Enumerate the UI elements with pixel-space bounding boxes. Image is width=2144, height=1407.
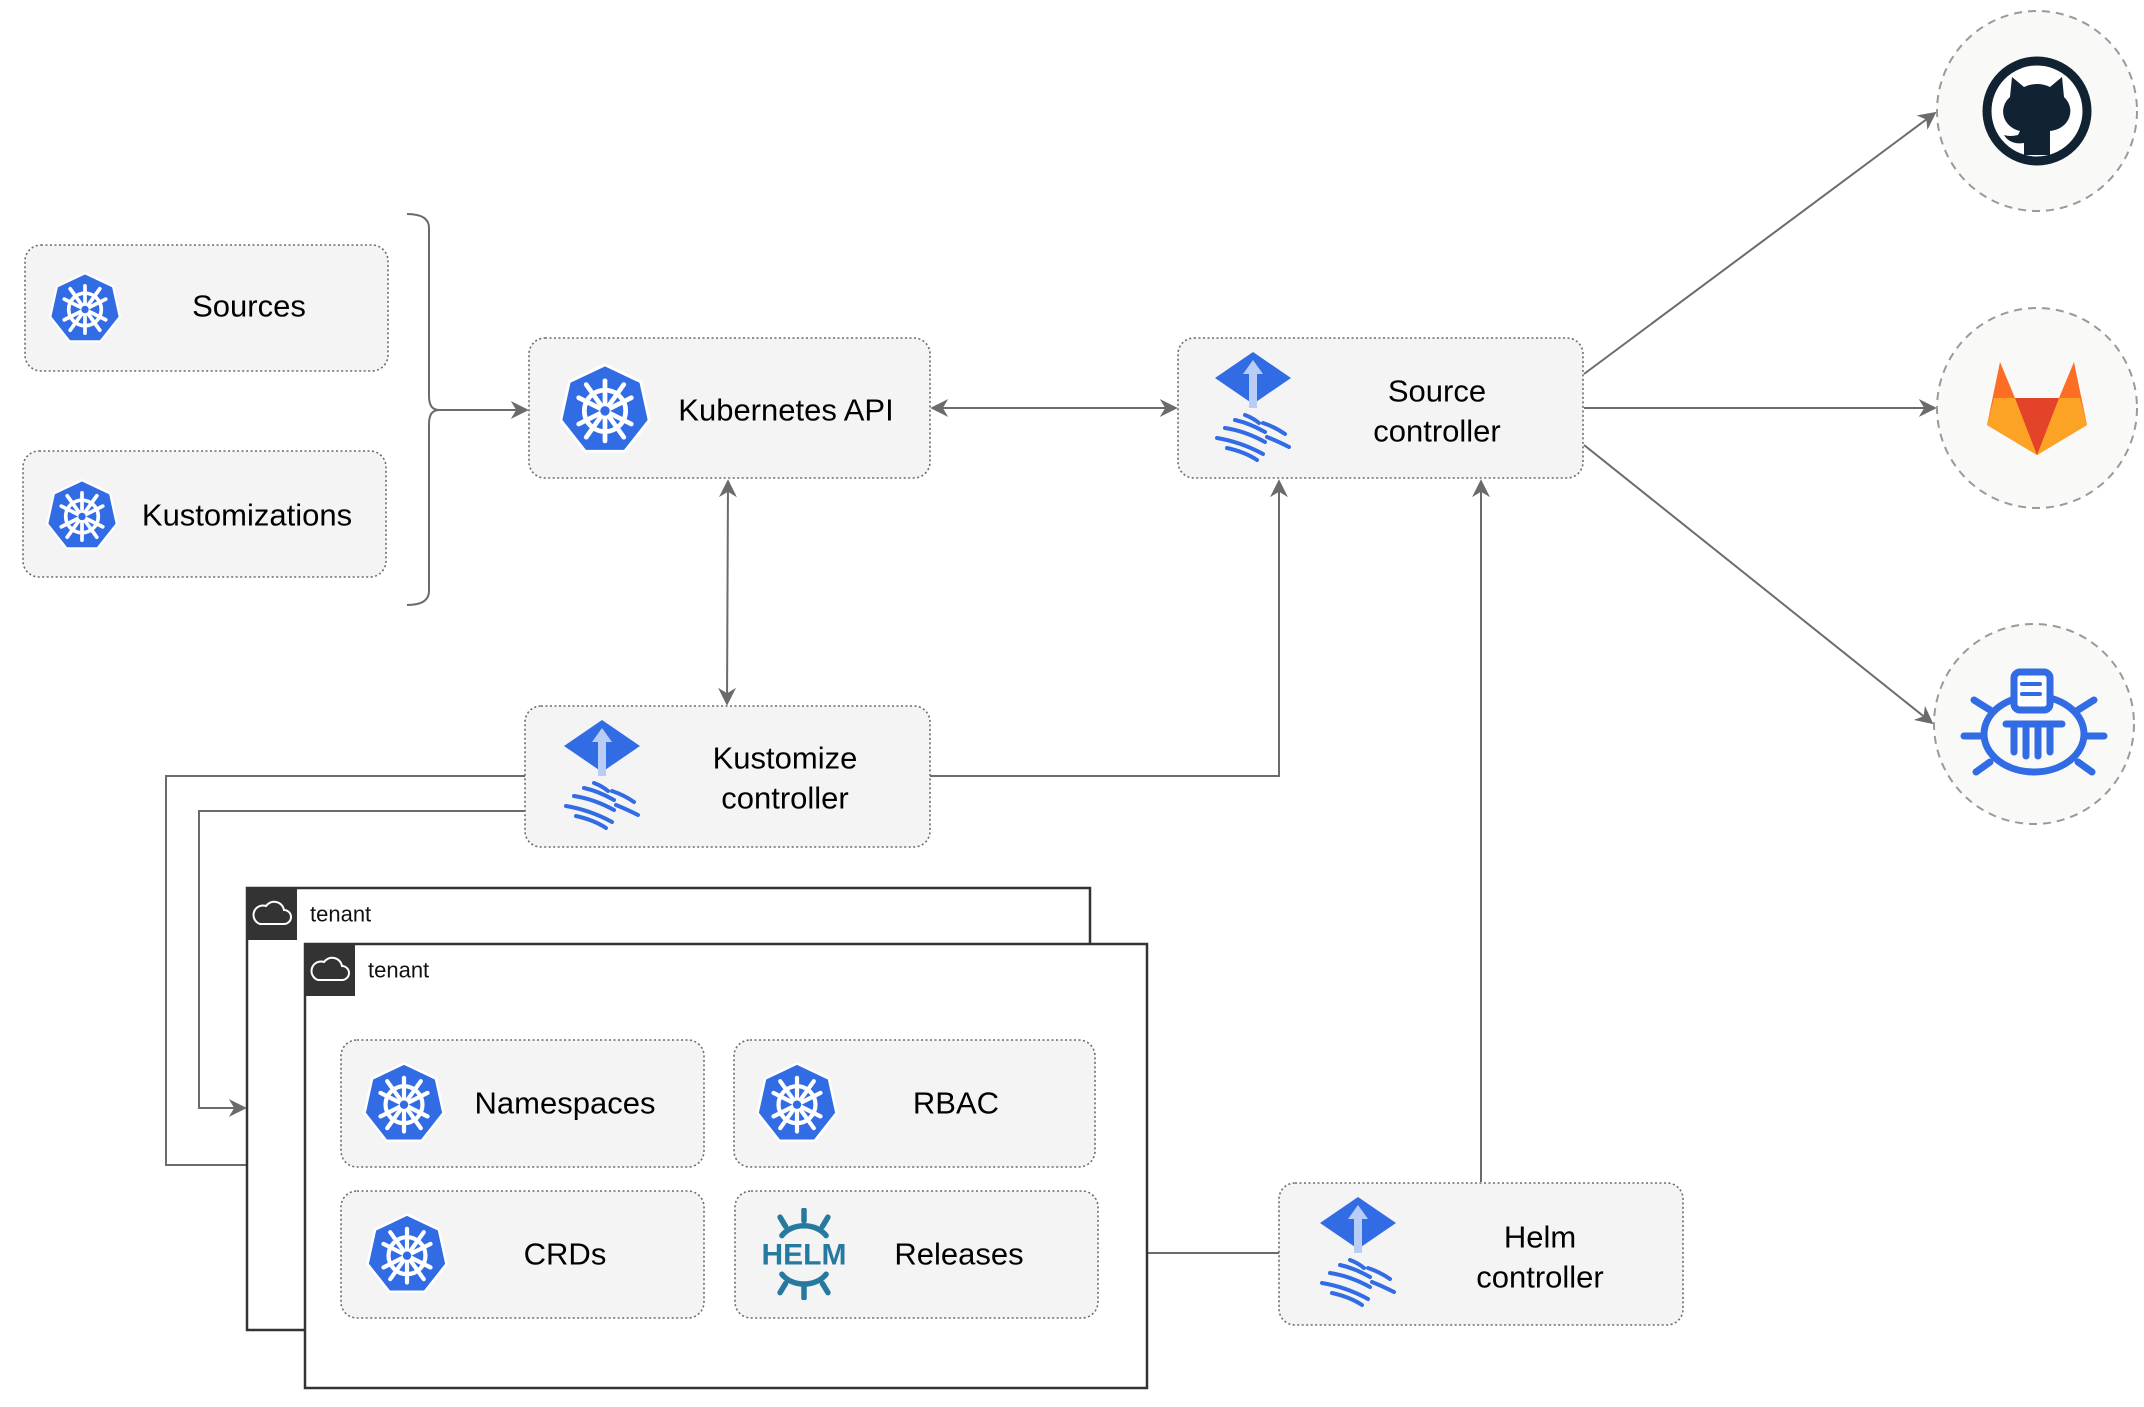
kubernetes-api-node[interactable]: Kubernetes API	[528, 337, 931, 479]
source-controller-label-1: Source	[1388, 374, 1486, 409]
source-controller-node[interactable]: Source controller	[1177, 337, 1584, 479]
rbac-label: RBAC	[913, 1086, 999, 1121]
helm-icon: HELM	[762, 1210, 847, 1298]
kustomize-controller-label-1: Kustomize	[713, 741, 858, 776]
helm-controller-label-1: Helm	[1504, 1220, 1576, 1255]
tenant-label: tenant	[310, 902, 371, 927]
releases-label: Releases	[894, 1237, 1023, 1272]
github-icon	[1982, 56, 2092, 166]
edge-source-to-github	[1583, 111, 1937, 375]
tenant-front[interactable]: tenant Namespaces RBAC CRDs HELM Release…	[303, 942, 1149, 1390]
bucket-source[interactable]	[1933, 623, 2135, 825]
sources-node[interactable]: Sources	[24, 244, 389, 372]
sources-label: Sources	[192, 289, 306, 324]
source-controller-label-2: controller	[1373, 414, 1501, 449]
kubernetes-api-label: Kubernetes API	[678, 393, 893, 428]
edge-kustomize-to-tenant-front	[165, 775, 525, 1174]
gitlab-icon	[1987, 362, 2087, 455]
crds-label: CRDs	[524, 1237, 607, 1272]
bucket-icon	[1960, 668, 2108, 776]
kustomizations-label: Kustomizations	[142, 498, 352, 533]
rbac-node[interactable]: RBAC	[733, 1039, 1096, 1168]
kustomize-controller-node[interactable]: Kustomize controller	[524, 705, 931, 848]
tenant-label: tenant	[368, 958, 429, 983]
edge-kustomize-to-source	[930, 479, 1288, 777]
releases-node[interactable]: HELM Releases	[734, 1190, 1099, 1319]
namespaces-node[interactable]: Namespaces	[340, 1039, 705, 1168]
edge-api-kustomize-controller	[718, 479, 737, 706]
gitlab-source[interactable]	[1936, 307, 2138, 509]
helm-logo-text: HELM	[762, 1239, 847, 1272]
namespaces-label: Namespaces	[475, 1086, 656, 1121]
brace	[406, 213, 440, 606]
helm-controller-label-2: controller	[1476, 1260, 1604, 1295]
github-source[interactable]	[1936, 10, 2138, 212]
edge-kustomize-to-tenant-back	[198, 810, 525, 1117]
crds-node[interactable]: CRDs	[340, 1190, 705, 1319]
kustomizations-node[interactable]: Kustomizations	[22, 450, 387, 578]
helm-controller-node[interactable]: Helm controller	[1278, 1182, 1684, 1326]
edge-source-to-bucket	[1583, 444, 1934, 725]
kustomize-controller-label-2: controller	[721, 781, 849, 816]
